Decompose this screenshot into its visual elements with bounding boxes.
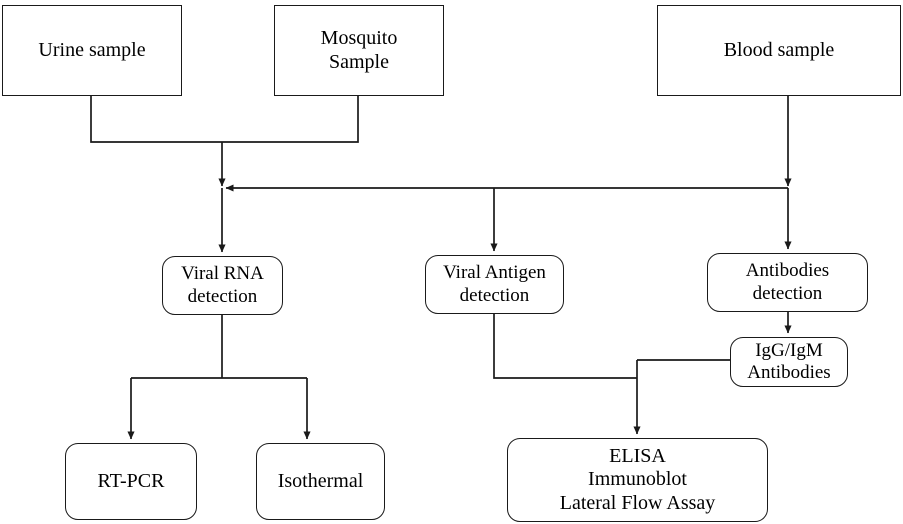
node-mosquito-sample-line-2: Sample — [329, 50, 389, 73]
node-urine-sample-line-1: Urine sample — [38, 38, 146, 61]
node-antibodies-detection[interactable]: Antibodies detection — [707, 253, 868, 312]
node-serology-assays-line-2: Immunoblot — [588, 468, 687, 491]
node-rt-pcr[interactable]: RT-PCR — [65, 443, 197, 520]
node-isothermal[interactable]: Isothermal — [256, 443, 385, 520]
node-antibodies-detection-line-1: Antibodies — [745, 260, 830, 282]
node-viral-rna-detection-line-1: Viral RNA — [181, 263, 264, 285]
node-mosquito-sample[interactable]: Mosquito Sample — [274, 5, 444, 96]
node-serology-assays-line-3: Lateral Flow Assay — [559, 491, 716, 514]
node-blood-sample-line-1: Blood sample — [723, 38, 835, 61]
node-viral-antigen-detection-line-1: Viral Antigen — [443, 262, 546, 284]
node-igg-igm-antibodies-line-2: Antibodies — [747, 362, 831, 383]
node-viral-antigen-detection[interactable]: Viral Antigen detection — [425, 255, 564, 314]
node-igg-igm-antibodies[interactable]: IgG/IgM Antibodies — [730, 337, 848, 387]
node-serology-assays[interactable]: ELISA Immunoblot Lateral Flow Assay — [507, 438, 768, 522]
node-viral-rna-detection[interactable]: Viral RNA detection — [162, 256, 283, 315]
edge-urine-to-bus — [90, 96, 222, 143]
node-rt-pcr-line-1: RT-PCR — [97, 469, 165, 492]
edge-mosquito-to-bus — [222, 96, 359, 143]
node-viral-antigen-detection-line-2: detection — [459, 284, 530, 306]
node-mosquito-sample-line-1: Mosquito — [320, 26, 398, 49]
node-serology-assays-line-1: ELISA — [609, 444, 666, 467]
node-isothermal-line-1: Isothermal — [277, 469, 364, 492]
node-igg-igm-antibodies-line-1: IgG/IgM — [755, 339, 823, 361]
node-viral-rna-detection-line-2: detection — [187, 285, 258, 307]
node-antibodies-detection-line-2: detection — [752, 282, 823, 304]
node-urine-sample[interactable]: Urine sample — [2, 5, 182, 96]
edge-viral-antigen-to-merge — [493, 314, 637, 379]
node-blood-sample[interactable]: Blood sample — [657, 5, 901, 96]
